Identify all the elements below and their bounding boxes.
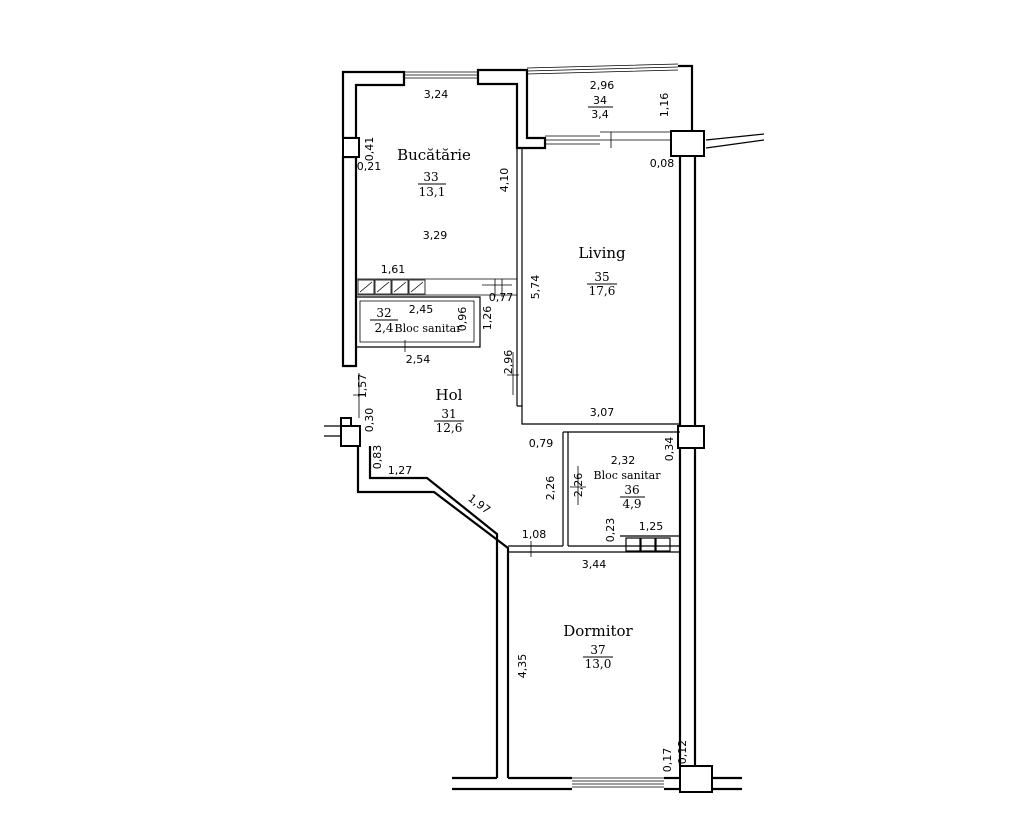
room-bucatarie-area: 13,1 [419, 185, 446, 199]
room-bloc2-area: 4,9 [622, 497, 641, 511]
room-dormitor: Dormitor 37 13,0 [563, 622, 633, 671]
dim-0-77: 0,77 [489, 291, 514, 304]
room-balcon-area: 3,4 [591, 108, 609, 121]
dim-0-79: 0,79 [529, 437, 554, 450]
dim-0-41: 0,41 [363, 137, 376, 162]
dim-4-10: 4,10 [498, 168, 511, 193]
room-hol-name: Hol [436, 386, 463, 404]
dim-0-21: 0,21 [357, 160, 382, 173]
room-bloc1-name: Bloc sanitar [395, 322, 463, 335]
room-dormitor-area: 13,0 [585, 657, 612, 671]
room-living: Living 35 17,6 [578, 244, 626, 298]
room-bloc-sanitar-1: 32 2,4 Bloc sanitar [370, 306, 462, 335]
dim-5-74: 5,74 [529, 275, 542, 300]
dim-2-54: 2,54 [406, 353, 431, 366]
room-living-name: Living [578, 244, 626, 262]
room-bloc1-number: 32 [376, 306, 391, 320]
dim-0-96: 0,96 [456, 307, 469, 332]
dim-0-34: 0,34 [663, 437, 676, 462]
room-dormitor-number: 37 [590, 643, 605, 657]
room-hol-area: 12,6 [436, 421, 463, 435]
dim-1-08: 1,08 [522, 528, 547, 541]
dim-0-30: 0,30 [363, 408, 376, 433]
dim-2-32: 2,32 [611, 454, 636, 467]
partitions [356, 148, 680, 553]
dim-0-83: 0,83 [371, 445, 384, 470]
room-dormitor-name: Dormitor [563, 622, 633, 640]
dim-3-29: 3,29 [423, 229, 448, 242]
dim-0-17: 0,17 [661, 748, 674, 773]
dim-0-12: 0,12 [676, 740, 689, 765]
room-bloc2-name: Bloc sanitar [594, 469, 662, 482]
dim-3-07: 3,07 [590, 406, 615, 419]
dim-2-96-top: 2,96 [590, 79, 615, 92]
dim-2-45: 2,45 [409, 303, 434, 316]
room-bucatarie-name: Bucătărie [397, 146, 471, 164]
dim-1-26: 1,26 [481, 306, 494, 331]
columns [340, 130, 713, 793]
dimension-ticks [353, 132, 612, 557]
room-bloc2-number: 36 [624, 483, 639, 497]
dim-0-08: 0,08 [650, 157, 675, 170]
room-hol-number: 31 [441, 407, 456, 421]
windows [404, 63, 679, 788]
room-hol: Hol 31 12,6 [434, 386, 464, 435]
dim-2-26-b: 2,26 [572, 473, 585, 498]
dim-0-23: 0,23 [604, 518, 617, 543]
dim-4-35: 4,35 [516, 654, 529, 679]
dim-2-26-a: 2,26 [544, 476, 557, 501]
room-living-area: 17,6 [589, 284, 616, 298]
dim-1-57: 1,57 [356, 374, 369, 399]
dim-1-27: 1,27 [388, 464, 413, 477]
dim-3-44: 3,44 [582, 558, 607, 571]
dim-1-16: 1,16 [658, 93, 671, 118]
dim-3-24: 3,24 [424, 88, 449, 101]
room-bucatarie-number: 33 [423, 170, 438, 184]
room-balcon-number: 34 [593, 94, 607, 107]
dim-1-61: 1,61 [381, 263, 406, 276]
dim-2-96-side: 2,96 [502, 350, 515, 375]
dim-1-25: 1,25 [639, 520, 664, 533]
room-bucatarie: Bucătărie 33 13,1 [397, 146, 471, 199]
room-living-number: 35 [594, 270, 609, 284]
fixtures [357, 279, 671, 552]
room-bloc-sanitar-2: Bloc sanitar 36 4,9 [594, 469, 662, 511]
room-balcon: 34 3,4 [588, 94, 613, 121]
room-bloc1-area: 2,4 [374, 321, 393, 335]
walls [324, 64, 765, 791]
